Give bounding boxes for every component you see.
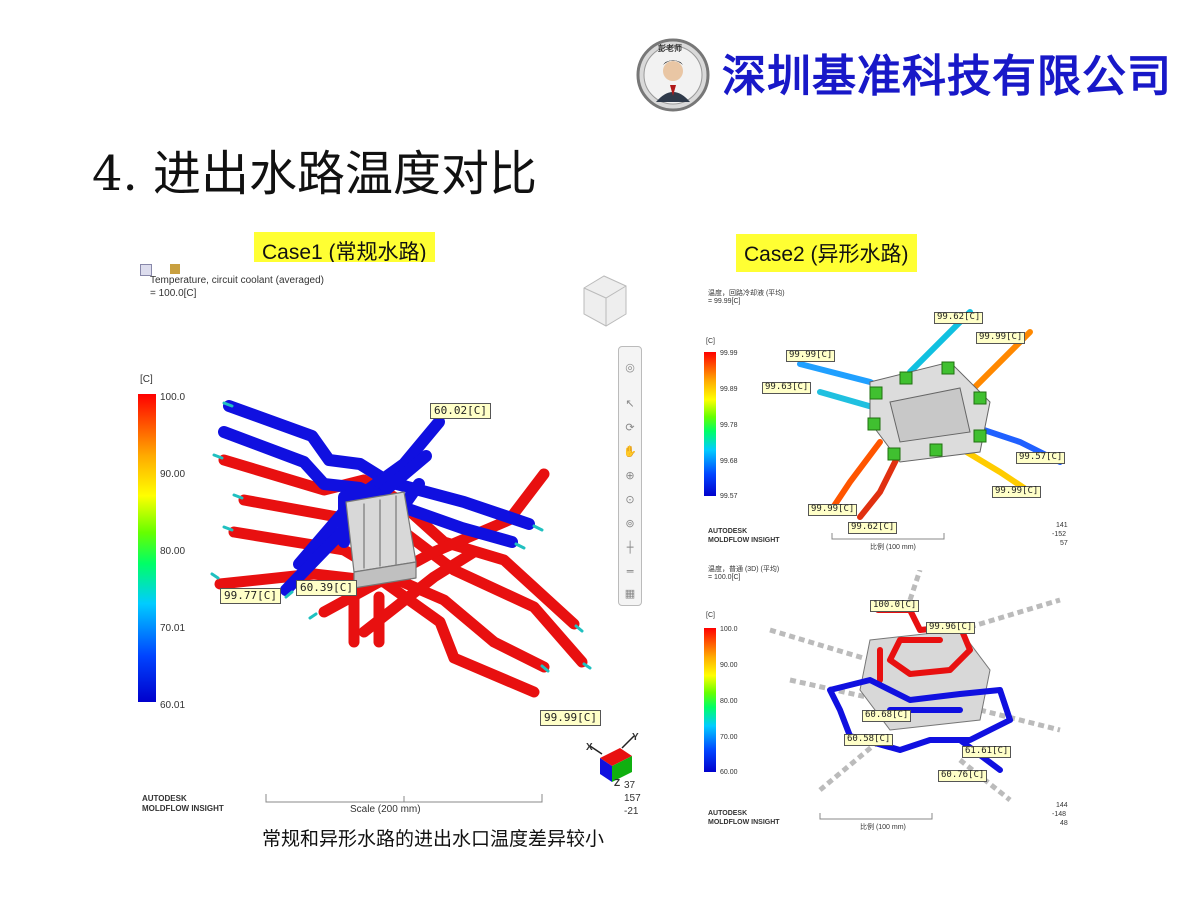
view-toolbar: ◎ ↖ ⟳ ✋ ⊕ ⊙ ⊚ ┼ ═ ▦ — [618, 346, 642, 606]
temperature-tag: 99.99[C] — [992, 486, 1042, 498]
case2-bottom-result-panel: 温度，普通 (3D) (平均) = 100.0[C] [C] 100.0 90.… — [700, 560, 1076, 836]
temperature-tag: 60.58[C] — [844, 734, 894, 746]
scale-bar-label: Scale (200 mm) — [350, 804, 421, 815]
brand-line: MOLDFLOW INSIGHT — [708, 537, 780, 544]
orientation-value: -21 — [624, 806, 639, 817]
temperature-tag: 99.77[C] — [220, 588, 281, 605]
scale-tick: 80.00 — [160, 546, 186, 557]
orientation-value: 157 — [624, 793, 641, 804]
brand-line: MOLDFLOW INSIGHT — [142, 804, 224, 813]
scale-tick: 99.68 — [720, 458, 738, 465]
color-scale-bar — [138, 394, 156, 702]
result-value: = 100.0[C] — [708, 574, 741, 581]
temperature-tag: 99.62[C] — [934, 312, 984, 324]
scale-tick: 70.00 — [720, 734, 738, 741]
case2-label: Case2 (异形水路) — [736, 234, 917, 272]
scale-unit: [C] — [140, 374, 153, 385]
temperature-tag: 99.57[C] — [1016, 452, 1066, 464]
temperature-tag: 60.39[C] — [296, 580, 357, 597]
orientation-value: 37 — [624, 780, 636, 791]
brand-line: MOLDFLOW INSIGHT — [708, 819, 780, 826]
result-title: 温度，回路冷却液 (平均) — [708, 290, 785, 297]
scale-tick: 90.00 — [720, 662, 738, 669]
zoom-icon[interactable]: ⊕ — [625, 469, 635, 482]
temperature-tag: 99.99[C] — [786, 350, 836, 362]
brand-line: AUTODESK — [708, 528, 748, 535]
temperature-tag: 60.76[C] — [938, 770, 988, 782]
temperature-tag: 99.96[C] — [926, 622, 976, 634]
result-value: = 99.99[C] — [708, 298, 741, 305]
scale-tick: 100.0 — [160, 392, 186, 403]
scale-tick: 90.00 — [160, 469, 186, 480]
scale-tick: 99.99 — [720, 350, 738, 357]
orientation-value: -148 — [1052, 811, 1067, 818]
temperature-tag: 99.62[C] — [848, 522, 898, 534]
orientation-value: 141 — [1056, 522, 1068, 529]
orientation-value: 48 — [1060, 820, 1068, 827]
temperature-tag: 99.99[C] — [976, 332, 1026, 344]
result-title: 温度，普通 (3D) (平均) — [708, 566, 780, 573]
case2-top-result-panel: 温度，回路冷却液 (平均) = 99.99[C] [C] 99.99 99.89… — [700, 282, 1076, 552]
scale-tick: 60.00 — [720, 769, 738, 776]
scale-bar — [265, 794, 543, 803]
temperature-tag: 99.99[C] — [540, 710, 601, 727]
scale-unit: [C] — [706, 612, 715, 619]
rotate-icon[interactable]: ⟳ — [625, 421, 635, 434]
logo-text: 彭老师 — [658, 43, 682, 53]
result-title: Temperature, circuit coolant (averaged) — [150, 275, 324, 286]
axis-label-y: Y — [632, 732, 639, 743]
scale-tick: 99.57 — [720, 493, 738, 500]
result-value: = 100.0[C] — [150, 288, 197, 299]
scale-tick: 100.0 — [720, 626, 738, 633]
temperature-tag: 100.0[C] — [870, 600, 920, 612]
scale-tick: 99.89 — [720, 386, 738, 393]
scale-bar-label: 比例 (100 mm) — [870, 544, 916, 551]
settings-icon[interactable]: ▦ — [624, 587, 636, 600]
view-cube-icon[interactable] — [576, 270, 632, 330]
scale-tick: 99.78 — [720, 422, 738, 429]
result-icon — [140, 264, 152, 276]
scale-unit: [C] — [706, 338, 715, 345]
home-view-icon[interactable]: ◎ — [625, 361, 635, 374]
scale-tick: 60.01 — [160, 700, 186, 711]
scale-tick: 70.01 — [160, 623, 186, 634]
temperature-tag: 99.99[C] — [808, 504, 858, 516]
slide-title: 4. 进出水路温度对比 — [92, 146, 538, 202]
temperature-tag: 99.63[C] — [762, 382, 812, 394]
scale-tick: 80.00 — [720, 698, 738, 705]
orientation-value: 144 — [1056, 802, 1068, 809]
orientation-value: -152 — [1052, 531, 1067, 538]
temperature-tag: 60.68[C] — [862, 710, 912, 722]
orientation-value: 57 — [1060, 540, 1068, 547]
color-scale-bar — [704, 628, 716, 772]
slide-caption: 常规和异形水路的进出水口温度差异较小 — [262, 828, 605, 850]
axis-triad-icon — [589, 735, 635, 782]
center-icon[interactable]: ┼ — [626, 541, 634, 554]
color-scale-bar — [704, 352, 716, 496]
scale-bar — [831, 533, 945, 540]
scale-bar-label: 比例 (100 mm) — [860, 824, 906, 831]
folder-icon — [170, 264, 180, 274]
zoom-window-icon[interactable]: ⊚ — [625, 517, 635, 530]
brand-line: AUTODESK — [708, 810, 748, 817]
company-logo: 彭老师 — [636, 38, 710, 112]
company-name: 深圳基准科技有限公司 — [722, 51, 1172, 102]
axis-label-z: Z — [614, 778, 621, 789]
temperature-tag: 61.61[C] — [962, 746, 1012, 758]
zoom-fit-icon[interactable]: ⊙ — [625, 493, 635, 506]
pan-icon[interactable]: ✋ — [623, 445, 637, 458]
conformal-channel-model — [769, 570, 1061, 802]
measure-icon[interactable]: ═ — [626, 565, 634, 578]
select-icon[interactable]: ↖ — [625, 397, 635, 410]
brand-line: AUTODESK — [142, 794, 187, 803]
temperature-tag: 60.02[C] — [430, 403, 491, 420]
axis-label-x: X — [586, 742, 593, 753]
scale-bar — [819, 813, 933, 820]
case1-result-panel: Temperature, circuit coolant (averaged) … — [134, 262, 654, 828]
cooling-channel-model — [210, 400, 592, 698]
